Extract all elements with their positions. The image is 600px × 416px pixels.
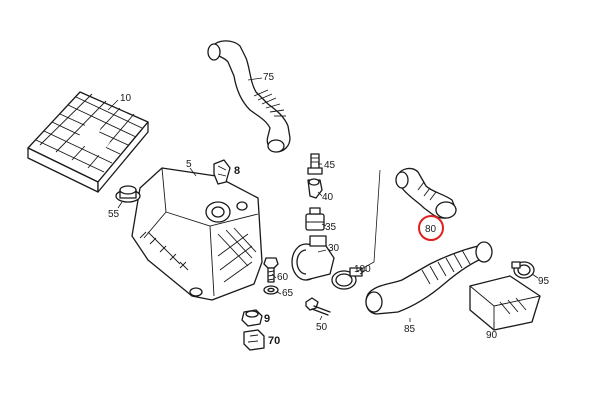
callout-95: 95 — [538, 276, 550, 287]
mounting-bracket[interactable] — [243, 329, 265, 351]
callout-35: 35 — [325, 222, 337, 233]
callout-65: 65 — [282, 288, 294, 299]
washer[interactable] — [263, 285, 279, 295]
callout-85: 85 — [404, 324, 416, 335]
callout-90: 90 — [486, 330, 498, 341]
callout-100: 100 — [354, 264, 371, 275]
intake-elbow-hose[interactable] — [395, 167, 457, 219]
sensor[interactable] — [307, 153, 323, 175]
air-mass-sensor[interactable] — [291, 235, 335, 281]
callout-50: 50 — [316, 322, 328, 333]
resonator-box[interactable] — [469, 275, 541, 331]
callout-70: 70 — [268, 335, 280, 347]
rubber-mount[interactable] — [241, 309, 263, 327]
bolt-long[interactable] — [305, 297, 331, 316]
callout-40: 40 — [322, 192, 334, 203]
callout-9: 9 — [264, 313, 270, 325]
callout-45: 45 — [324, 160, 336, 171]
bolt-upper[interactable] — [263, 257, 279, 283]
callout-75: 75 — [263, 72, 275, 83]
air-filter-housing[interactable] — [131, 167, 263, 301]
breather-hose[interactable] — [207, 40, 291, 153]
connector[interactable] — [307, 178, 323, 199]
callout-55: 55 — [108, 209, 120, 220]
sensor-housing[interactable] — [305, 207, 325, 231]
callout-80: 80 — [425, 224, 437, 235]
clip[interactable] — [213, 159, 231, 185]
grommet[interactable] — [115, 185, 141, 203]
callout-30: 30 — [328, 243, 340, 254]
duct-clamp[interactable] — [511, 261, 535, 279]
intake-duct[interactable] — [365, 241, 493, 315]
callout-60: 60 — [277, 272, 289, 283]
callout-5: 5 — [186, 159, 192, 170]
callout-10: 10 — [120, 93, 132, 104]
air-filter-element[interactable] — [27, 91, 149, 193]
callout-8: 8 — [234, 165, 240, 177]
callout-80-highlight — [418, 215, 444, 241]
